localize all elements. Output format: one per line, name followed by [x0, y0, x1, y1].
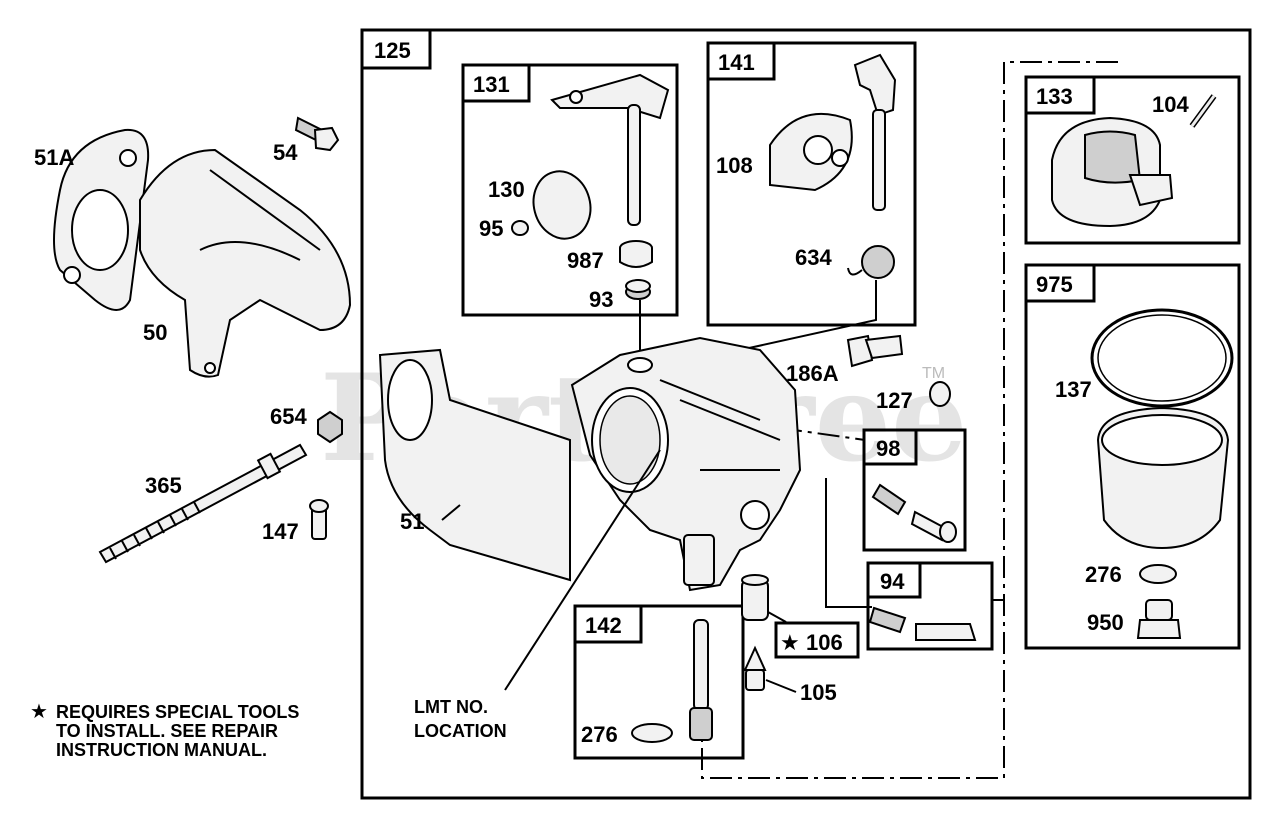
- leader-lmt: [504, 449, 661, 691]
- washer-276-bowl: [1139, 564, 1177, 584]
- label-51a: 51A: [34, 145, 74, 170]
- bowl-nut-950: [1136, 599, 1182, 639]
- main-jet-screw-94: [868, 606, 977, 641]
- box-133-label: 133: [1036, 84, 1073, 109]
- lmt-note-line2: LOCATION: [414, 721, 507, 741]
- label-106: 106: [806, 630, 843, 655]
- box-131: [461, 63, 679, 317]
- box-131-tag: [461, 63, 531, 103]
- oring-137: [1090, 308, 1234, 408]
- box-975-tag: [1024, 263, 1096, 303]
- nut-654: [317, 410, 343, 444]
- trademark: TM: [922, 365, 945, 382]
- label-987: 987: [567, 248, 604, 273]
- main-assembly-frame: [360, 28, 1252, 800]
- box-94-label: 94: [880, 569, 905, 594]
- spring-634: [847, 245, 895, 279]
- label-127: 127: [876, 388, 913, 413]
- label-365: 365: [145, 473, 182, 498]
- seat-106: [741, 574, 769, 621]
- label-51: 51: [400, 509, 424, 534]
- label-54: 54: [273, 140, 298, 165]
- label-130: 130: [488, 177, 525, 202]
- throttle-shaft-131: [550, 73, 670, 226]
- choke-shaft-141: [853, 53, 897, 211]
- box-142-tag: [573, 604, 643, 644]
- label-950: 950: [1087, 610, 1124, 635]
- box-133-tag: [1024, 75, 1096, 115]
- screw-147: [309, 499, 329, 540]
- washer-276-tube: [631, 723, 673, 743]
- stud-365: [98, 443, 308, 564]
- label-50: 50: [143, 320, 167, 345]
- float-bowl-975: [1096, 406, 1230, 550]
- box-133: [1024, 75, 1241, 245]
- washer-127: [929, 381, 951, 407]
- footnote-line1: REQUIRES SPECIAL TOOLS: [56, 702, 299, 722]
- choke-plate-108: [769, 112, 853, 192]
- label-147: 147: [262, 519, 299, 544]
- label-106-box: [774, 621, 860, 659]
- footnote-line3: INSTRUCTION MANUAL.: [56, 740, 267, 760]
- box-142-label: 142: [585, 613, 622, 638]
- carburetor-body: [570, 336, 802, 592]
- leader-105: [765, 679, 797, 693]
- screw-95: [511, 220, 529, 236]
- label-93: 93: [589, 287, 613, 312]
- leader-106: [767, 611, 787, 623]
- box-142: [573, 604, 745, 760]
- label-654: 654: [270, 404, 307, 429]
- label-276-tube: 276: [581, 722, 618, 747]
- label-108: 108: [716, 153, 753, 178]
- intake-elbow-50: [139, 148, 352, 378]
- label-634: 634: [795, 245, 832, 270]
- box-975-label: 975: [1036, 272, 1073, 297]
- fitting-186a: [846, 334, 904, 368]
- star-106: ★: [780, 630, 800, 655]
- label-105: 105: [800, 680, 837, 705]
- seal-987: [619, 240, 653, 268]
- seal-93: [625, 279, 651, 300]
- box-98-tag: [862, 428, 918, 466]
- throttle-plate-130: [532, 170, 592, 240]
- idle-mixture-screw-98: [871, 483, 957, 543]
- box-975: [1024, 263, 1241, 650]
- gasket-plate-51: [378, 348, 571, 582]
- footnote-star: ★: [30, 701, 48, 723]
- box-141: [706, 41, 917, 327]
- box-131-label: 131: [473, 72, 510, 97]
- footnote-line2: TO INSTALL. SEE REPAIR: [56, 721, 278, 741]
- connector-line-133-142: [701, 61, 1118, 779]
- box-125-tag: [360, 28, 432, 70]
- leader-94: [825, 478, 872, 608]
- box-98-label: 98: [876, 436, 900, 461]
- label-95: 95: [479, 216, 503, 241]
- float-133: [1051, 116, 1174, 228]
- box-141-tag: [706, 41, 776, 81]
- box-94-tag: [866, 561, 922, 599]
- lmt-note-line1: LMT NO.: [414, 697, 488, 717]
- box-141-label: 141: [718, 50, 755, 75]
- leader-51: [441, 504, 461, 521]
- emulsion-tube-142: [689, 619, 713, 741]
- label-186a: 186A: [786, 361, 839, 386]
- leader-634: [739, 280, 877, 351]
- label-104: 104: [1152, 92, 1189, 117]
- screw-54: [294, 116, 340, 152]
- label-137: 137: [1055, 377, 1092, 402]
- box-125-label: 125: [374, 38, 411, 63]
- needle-105: [743, 645, 767, 691]
- label-276-bowl: 276: [1085, 562, 1122, 587]
